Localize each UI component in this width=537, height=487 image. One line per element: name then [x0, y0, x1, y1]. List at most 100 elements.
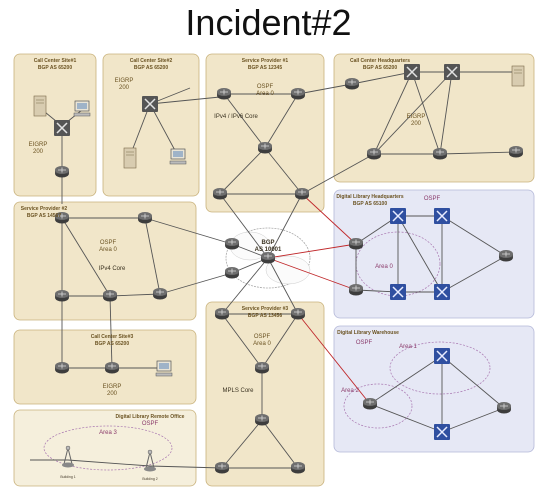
pc-icon — [169, 148, 187, 165]
zone-service-provider-3 — [205, 301, 325, 487]
dls-area1: Area 1 — [399, 344, 417, 350]
cc3-as: BGP AS 65200 — [95, 341, 129, 347]
hq-protocol: EIGRP — [407, 114, 426, 120]
sp3-core: MPLS Core — [222, 388, 254, 394]
sp3-as: BGP AS 13456 — [248, 313, 282, 319]
zone-call-center-site-2 — [102, 53, 200, 197]
sp2-protocol: OSPF — [100, 240, 117, 246]
router-icon — [260, 251, 276, 264]
network-topology-diagram: Call Center Site#1 BGP AS 65200 EIGRP 20… — [13, 53, 535, 487]
pc-icon — [155, 360, 173, 377]
router-icon — [348, 283, 364, 296]
sp3-area: Area 0 — [253, 341, 271, 347]
pc-icon — [73, 100, 91, 117]
router-icon — [498, 249, 514, 262]
router-icon — [348, 237, 364, 250]
ospf-area-1-ellipse — [389, 341, 491, 395]
dls-protocol: OSPF — [356, 340, 373, 346]
bgp-label: BGP — [261, 240, 274, 246]
router-icon — [254, 413, 270, 426]
switch-icon — [433, 423, 451, 441]
switch-icon — [433, 207, 451, 225]
links — [30, 71, 517, 469]
cc1-area: 200 — [33, 149, 44, 155]
cc2-protocol: EIGRP — [115, 78, 134, 84]
sp3-protocol: OSPF — [254, 334, 271, 340]
cc2-as: BGP AS 65200 — [134, 65, 168, 71]
router-icon — [104, 361, 120, 374]
dighq-protocol: OSPF — [424, 196, 441, 202]
router-icon — [290, 87, 306, 100]
hq-area: 200 — [411, 121, 422, 127]
sp2-core: IPv4 Core — [99, 266, 126, 272]
router-icon — [290, 461, 306, 474]
router-icon — [214, 461, 230, 474]
zone-call-center-hq — [333, 53, 535, 183]
router-icon — [254, 361, 270, 374]
ospf-area-2-ellipse — [343, 383, 413, 429]
cc1-protocol: EIGRP — [29, 142, 48, 148]
zone-service-provider-1 — [205, 53, 325, 213]
switch-icon — [53, 119, 71, 137]
router-icon — [290, 307, 306, 320]
dighq-area: Area 0 — [375, 264, 393, 270]
switch-icon — [389, 207, 407, 225]
sp2-title: Service Provider #2 — [21, 206, 68, 212]
cc3-area: 200 — [107, 391, 118, 397]
cc2-title: Call Center Site#2 — [130, 58, 173, 64]
router-icon — [496, 401, 512, 414]
sp1-area: Area 0 — [256, 91, 274, 97]
router-icon — [216, 87, 232, 100]
router-icon — [366, 147, 382, 160]
cc2-area: 200 — [119, 85, 130, 91]
sp2-as: BGP AS 14567 — [27, 213, 61, 219]
router-icon — [54, 361, 70, 374]
dls-title: Digital Library Warehouse — [337, 330, 399, 336]
zone-service-provider-2 — [13, 201, 197, 321]
router-icon — [137, 211, 153, 224]
router-icon — [257, 141, 273, 154]
router-icon — [54, 165, 70, 178]
zone-digital-library-hq — [333, 189, 535, 319]
sp3-title: Service Provider #3 — [242, 306, 289, 312]
router-icon — [54, 289, 70, 302]
sp1-protocol: OSPF — [257, 84, 274, 90]
switch-icon — [443, 63, 461, 81]
cc3-protocol: EIGRP — [103, 384, 122, 390]
dro-title: Digital Library Remote Office — [116, 414, 185, 420]
sp1-as: BGP AS 12345 — [248, 65, 282, 71]
dighq-title: Digital Library Headquarters — [336, 194, 403, 200]
bgp-as: AS 10001 — [255, 247, 282, 253]
sp1-title: Service Provider #1 — [242, 58, 289, 64]
dls-area2: Area 2 — [341, 388, 359, 394]
router-icon — [102, 289, 118, 302]
server-icon — [123, 147, 137, 169]
ospf-area-3-ellipse — [43, 425, 173, 471]
zone-digital-library-warehouse — [333, 325, 535, 453]
dro-building-1: Building 1 — [60, 475, 75, 479]
page-title: Incident#2 — [185, 2, 352, 43]
sp2-area: Area 0 — [99, 247, 117, 253]
switch-icon — [141, 95, 159, 113]
hq-title: Call Center Headquarters — [350, 58, 410, 64]
cc1-title: Call Center Site#1 — [34, 58, 77, 64]
cc1-as: BGP AS 65200 — [38, 65, 72, 71]
server-icon — [33, 95, 47, 117]
router-icon — [212, 187, 228, 200]
switch-icon — [389, 283, 407, 301]
router-icon — [344, 77, 360, 90]
sp1-core: IPv4 / IPv6 Core — [214, 114, 258, 120]
switch-icon — [433, 347, 451, 365]
dro-area: Area 3 — [99, 430, 117, 436]
dighq-as: BGP AS 65100 — [353, 201, 387, 207]
switch-icon — [403, 63, 421, 81]
router-icon — [432, 147, 448, 160]
cc3-title: Call Center Site#3 — [91, 334, 134, 340]
router-icon — [152, 287, 168, 300]
server-icon — [511, 65, 525, 87]
router-icon — [294, 187, 310, 200]
router-icon — [508, 145, 524, 158]
zone-digital-library-remote-office — [13, 409, 197, 487]
router-icon — [224, 266, 240, 279]
hq-as: BGP AS 65200 — [363, 65, 397, 71]
